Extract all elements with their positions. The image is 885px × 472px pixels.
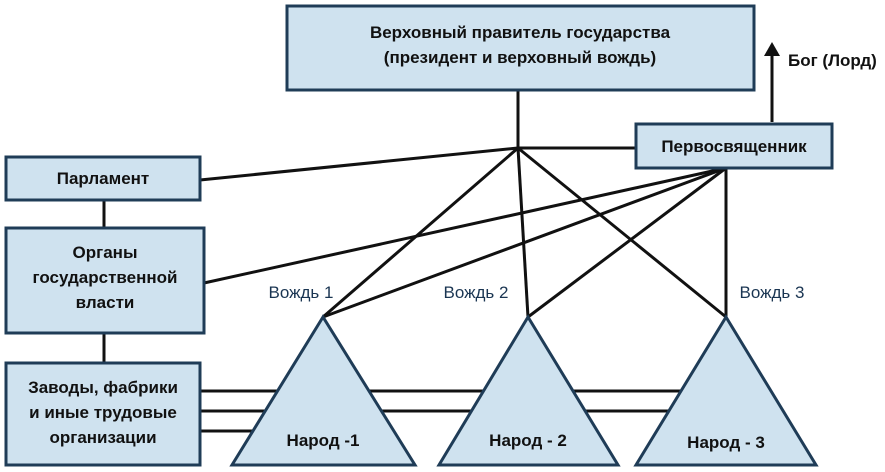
priest-to-people2 — [527, 166, 727, 319]
people1-triangle: Народ -1 — [229, 314, 418, 467]
parliament-box: Парламент — [4, 155, 202, 202]
people3-triangle: Народ - 3 — [633, 314, 819, 467]
people1-label: Народ -1 — [287, 431, 360, 450]
priest-label: Первосвященник — [661, 137, 807, 156]
hub-to-people2 — [516, 147, 530, 318]
priest-box: Первосвященник — [634, 122, 834, 170]
state-organs-line1: Органы — [73, 243, 138, 262]
priest-to-state-organs — [203, 166, 727, 285]
hub-to-people1 — [322, 146, 519, 319]
people3-label: Народ - 3 — [687, 433, 765, 452]
hub-to-parliament — [199, 146, 519, 182]
ruler-box: Верховный правитель государства (президе… — [285, 4, 756, 92]
chief1-label: Вождь 1 — [269, 283, 334, 302]
god-label: Бог (Лорд) — [788, 51, 877, 70]
factories-line2: и иные трудовые — [29, 403, 177, 422]
ruler-line1: Верховный правитель государства — [370, 23, 671, 42]
people2-triangle: Народ - 2 — [436, 314, 621, 467]
ruler-line2: (президент и верховный вождь) — [384, 48, 656, 67]
connectors — [102, 42, 780, 433]
chief2-label: Вождь 2 — [444, 283, 509, 302]
factories-line3: организации — [49, 428, 156, 447]
hub-to-people3 — [517, 146, 727, 319]
chief3-label: Вождь 3 — [740, 283, 805, 302]
priest-to-people1 — [322, 166, 727, 319]
state-organs-line3: власти — [76, 293, 135, 312]
factories-box: Заводы, фабрики и иные трудовые организа… — [4, 361, 202, 467]
state-organs-line2: государственной — [33, 268, 178, 287]
state-organs-box: Органы государственной власти — [4, 226, 206, 335]
people2-label: Народ - 2 — [489, 431, 567, 450]
factories-line1: Заводы, фабрики — [28, 378, 178, 397]
arrow-up-icon — [764, 42, 780, 56]
parliament-label: Парламент — [57, 169, 150, 188]
